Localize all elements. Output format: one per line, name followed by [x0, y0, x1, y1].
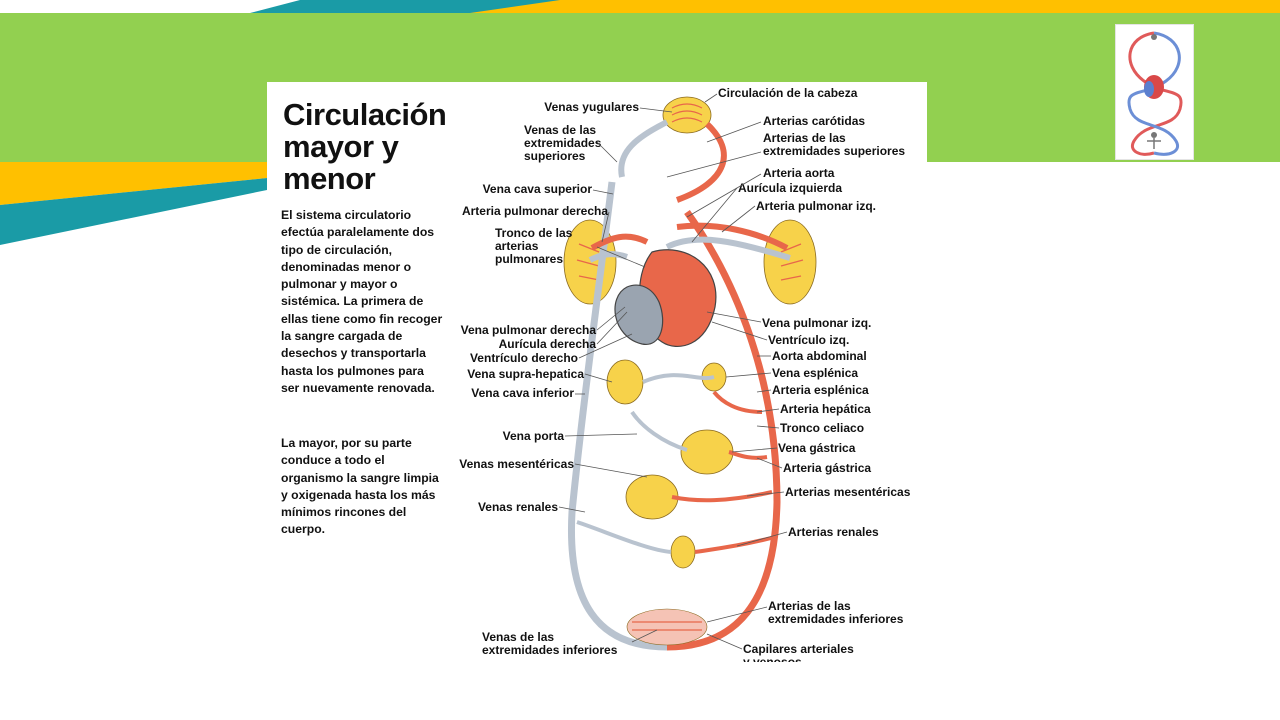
label-arteria-hepatica: Arteria hepática: [780, 402, 871, 416]
label-venas-yugulares: Venas yugulares: [544, 100, 639, 114]
label-arterias-renales: Arterias renales: [788, 525, 879, 539]
label-venas-renales: Venas renales: [477, 500, 558, 514]
label-vena-porta: Vena porta: [502, 429, 564, 443]
left-gold-stripe: [0, 162, 267, 205]
description-paragraph-1: El sistema circulatorio efectúa paralela…: [281, 208, 443, 395]
stomach: [680, 429, 734, 475]
label-vena-cava-inferior: Vena cava inferior: [471, 386, 574, 400]
label-vena-pulmonar-izq: Vena pulmonar izq.: [762, 316, 872, 330]
label-arteria-pulmonar-derecha: Arteria pulmonar derecha: [461, 204, 608, 218]
label-arteria-esplenica: Arteria esplénica: [772, 383, 869, 397]
label-vena-supra-hepatica: Vena supra-hepatica: [467, 367, 584, 381]
venous-loop: [567, 181, 668, 651]
arterial-loop: [666, 209, 781, 651]
circulation-thumbnail: [1115, 24, 1194, 160]
diagram-title-line-1: Circulación: [283, 97, 447, 132]
description-paragraph-2: La mayor, por su parte conduce a todo el…: [281, 436, 439, 537]
label-vena-cava-superior: Vena cava superior: [482, 182, 592, 196]
label-venas-mesentericas: Venas mesentéricas: [459, 457, 574, 471]
label-vena-gastrica: Vena gástrica: [778, 441, 856, 455]
label-vena-esplenica: Vena esplénica: [772, 366, 859, 380]
label-circulacion-cabeza: Circulación de la cabeza: [718, 86, 858, 100]
kidney: [670, 535, 696, 569]
label-arteria-aorta: Arteria aorta: [763, 166, 835, 180]
label-ventriculo-izq: Ventrículo izq.: [768, 333, 850, 347]
left-teal-stripe: [0, 178, 267, 245]
intestine: [625, 474, 679, 520]
label-auricula-derecha: Aurícula derecha: [498, 337, 596, 351]
label-tronco-celiaco: Tronco celiaco: [780, 421, 865, 435]
label-arteria-gastrica: Arteria gástrica: [783, 461, 872, 475]
lower-capillaries: [626, 608, 708, 646]
label-vena-pulmonar-derecha: Vena pulmonar derecha: [460, 323, 596, 337]
label-arterias-carotidas: Arterias carótidas: [763, 114, 866, 128]
label-arterias-mesentericas: Arterias mesentéricas: [785, 485, 911, 499]
label-arteria-pulmonar-izq: Arteria pulmonar izq.: [756, 199, 877, 213]
top-gold-stripe: [460, 0, 1280, 13]
label-aorta-abdominal: Aorta abdominal: [772, 349, 867, 363]
top-teal-stripe: [250, 0, 560, 13]
left-lung: [763, 219, 817, 305]
diagram-title-line-3: menor: [283, 161, 376, 196]
diagram-title-line-2: mayor y: [283, 129, 399, 164]
circulation-figure-icon: [1127, 31, 1183, 156]
liver: [606, 359, 644, 405]
head-capillaries: [662, 96, 712, 134]
circulation-diagram: Circulación mayor y menor El sistema cir…: [267, 82, 927, 662]
label-ventriculo-derecho: Ventrículo derecho: [469, 351, 578, 365]
label-auricula-izquierda: Aurícula izquierda: [738, 181, 843, 195]
